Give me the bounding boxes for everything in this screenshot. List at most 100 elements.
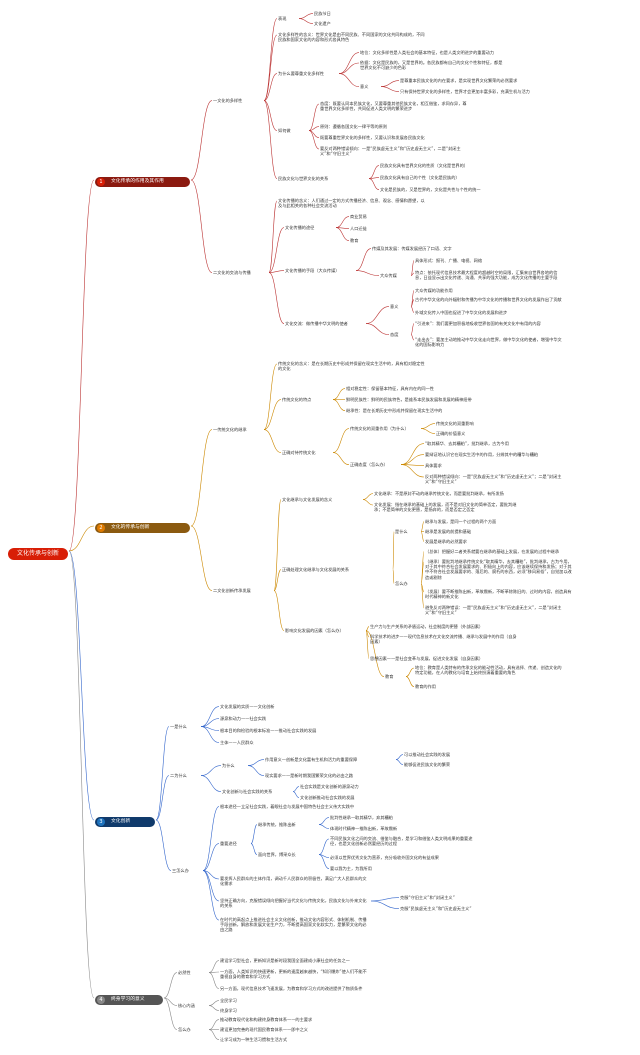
node-s2b3d2[interactable]: 教育的作用 [415,684,436,689]
node-s1b4b2[interactable]: “走出去”：要加主动地推动中华文化走向世界，做中华文化的使者，增强中华文化的国际… [415,337,562,348]
node-s2b1a[interactable]: 文化继承：不是原封不动的继承传统文化，而是要批判继承，有所发扬 [374,491,504,496]
section-4-node[interactable]: 4 终身学习的意义 [95,995,163,1005]
node-s2b2[interactable]: 正确处理文化继承与文化发展的关系 [282,567,350,572]
node-s3b1b[interactable]: 现实要求——是新时期我国繁荣文化的必由之路 [265,773,353,778]
node-s1a4b[interactable]: 原则：遵循各国文化一律平等的原则 [320,124,388,129]
node-s2b2a1[interactable]: 继承与发展，是同一个过程的两个方面 [425,519,497,524]
node-s2b2b4[interactable]: 避免反对两种错误：一是“民族虚无主义”和“历史虚无主义”，二是“封闭主义”和“守… [425,605,562,616]
node-s2b2a2[interactable]: 继承是发展的前提和基础 [425,529,472,534]
node-s3b1a1[interactable]: 可以推动社会实践的发展 [404,752,451,757]
node-s1a5a[interactable]: 民族文化具有世界文化的性质（文化是世界的） [380,163,468,168]
node-s3a[interactable]: 一是什么 [170,724,187,729]
node-s1a3c1[interactable]: 是尊重本民族文化的内在要求，是实现世界文化繁荣的必然要求 [400,78,518,83]
node-s2b3d1[interactable]: 地位：教育是人类特有的传承文化的能动性活动，具有选择、传递、创造文化的特定功能，… [415,665,562,676]
node-s4b[interactable]: 核心内涵 [178,1003,195,1008]
node-s4b2[interactable]: 终身学习 [220,1008,237,1013]
node-s2b2b[interactable]: 怎么办 [395,581,408,586]
node-s1b4a2[interactable]: 古代中华文化的向外辐射和传播为中华文化的传播和世界文化的发展作出了贡献 [415,297,562,302]
node-s1b1[interactable]: 文化传播的含义：人们通过一定的方式传播经济、信息、观念、感情和愿望，以及与此相关… [278,198,425,209]
node-s3c[interactable]: 三怎么办 [172,868,189,873]
node-s4c[interactable]: 怎么办 [178,1027,191,1032]
node-s3b1a2[interactable]: 能够促进民族文化的繁荣 [404,762,451,767]
node-s1b2[interactable]: 文化传播的途径 [285,225,315,230]
node-s1b2b[interactable]: 人口迁徙 [350,226,367,231]
node-s2b3c[interactable]: 思想因素——是社会变革与发展，促进文化发展（自身因素） [370,656,484,661]
node-s1a3b[interactable]: 依据：文化是民族的，又是世界的。各民族都有自己的文化个性和特征，都是世界文化不可… [360,60,503,71]
node-s2a3b3[interactable]: 具体要求 [425,463,442,468]
node-s3b1[interactable]: 为什么 [222,763,235,768]
node-s2a3b4[interactable]: 反对两种错误倾向：一是“民族虚无主义”和“历史虚无主义”；二是“封闭主义”和“守… [425,474,562,485]
node-s1b2c[interactable]: 教育 [350,238,359,243]
node-s3c2b3[interactable]: 要以我为主，为我所用 [330,866,372,871]
node-s4a1[interactable]: 建设学习型社会，更新知识是新时段我国全面建成小康社会的任务之一 [220,958,350,963]
node-s2b3b[interactable]: 科学技术的进步——现代信息技术在文化交流传播、继承与发展中的作用（自身因素） [370,634,517,645]
node-s1a1[interactable]: 表现 [278,16,287,21]
node-s3a4[interactable]: 主体——人民群众 [220,740,254,745]
section-2-node[interactable]: 2 文化的传承与创新 [95,523,190,533]
node-s1b4b[interactable]: 态度 [390,332,399,337]
root-node[interactable]: 文化传承与创新 [8,548,68,560]
node-s1b3[interactable]: 文化传播的手段（大众传媒） [285,268,340,273]
node-s3c2a[interactable]: 继承传统，推陈出新 [258,822,296,827]
node-s1a3c2[interactable]: 只有保持世界文化的多样性，世界才会更加丰富多彩，充满生机与活力 [400,89,530,94]
node-s3a3[interactable]: 根本目的和检验的根本标准——推动社会实践的发展 [220,728,317,733]
node-s2a3b[interactable]: 正确态度（怎么办） [350,462,388,467]
node-s1a4a[interactable]: 态度：既要认同本民族文化，又要尊重其他民族文化，相互借鉴，求同存异，尊重世界文化… [320,101,467,112]
node-s1a3a[interactable]: 地位：文化多样性是人类社会的基本特征，也是人类文明进步的重要动力 [360,50,495,55]
node-s1a3c[interactable]: 意义 [360,84,369,89]
node-s1b4a[interactable]: 意义 [390,304,399,309]
node-s3b2b[interactable]: 文化创新推动社会实践的发展 [300,795,355,800]
node-s1a2[interactable]: 文化多样性的含义：世界文化是由不同民族、不同国家的文化共同构成的，不同民族和国家… [278,32,425,43]
node-s2a3b1[interactable]: “取其精华、去其糟粕”，批判继承，古为今用 [425,441,509,446]
section-3-node[interactable]: 3 文化创新 [95,817,155,827]
node-s1b3b[interactable]: 大众传媒 [380,273,397,278]
node-s3b2[interactable]: 文化创新与社会实践的关系 [222,789,273,794]
node-s4a[interactable]: 必然性 [178,970,191,975]
node-s3c2b2[interactable]: 必须以世界优秀文化为营养，充分吸收外国文化的有益成果 [330,855,439,860]
node-s3c4a[interactable]: 克服“守旧主义”和“封闭主义” [400,895,455,900]
node-s3c2a1[interactable]: 批判性继承—取其精华，弃其糟粕 [330,815,393,820]
node-s3b1a[interactable]: 作用意义—创新是文化富有生机和活力的重要保障 [265,757,358,762]
node-s2a3a[interactable]: 传统文化的双重作用（为什么） [350,426,409,431]
node-s2a3a1[interactable]: 传统文化的双重影响 [436,421,474,426]
node-s3c4[interactable]: 坚持正确方向，克服错误倾向把握好当代文化与传统文化，民族文化与外来文化的关系 [220,898,367,909]
node-s3b2a[interactable]: 社会实践是文化创新的源泉动力 [300,784,359,789]
node-s1a1a[interactable]: 民族节日 [314,11,331,16]
node-s3a1[interactable]: 文化发展的实质——文化创新 [220,704,275,709]
node-s2b2b2[interactable]: （继承）要批判地继承传统文化“取其精华，去其糟粕”，批判继承，古为今用，对于其中… [425,559,572,580]
node-s3c5[interactable]: 在时代的高起点上推进社会主义文化创新，推动文化内容形式、体制机制、传播手段创新，… [220,917,367,933]
node-s3c4b[interactable]: 克服“民族虚无主义”和“历史虚无主义” [400,906,472,911]
node-s2b2a[interactable]: 是什么 [395,529,408,534]
node-s1b4[interactable]: 文化交流：做传播中华文明的使者 [285,321,348,326]
node-s1a5[interactable]: 民族文化与世界文化的关系 [278,176,329,181]
node-s1a3[interactable]: 为什么要尊重文化多样性 [278,71,325,76]
node-s1b3b2[interactable]: 特点：依托现代信息技术最大程度的超越时空的局限，汇集来自世界各地的信息，日益显示… [415,270,558,281]
node-s2b2a3[interactable]: 发展是继承的必然要求 [425,539,467,544]
node-s2b3a[interactable]: 生产力与生产关系的矛盾运动，社会制度的更替（外部因素） [370,624,484,629]
node-s2b2b3[interactable]: （发展）要不断推陈出新，革故鼎新，不断革除陈旧的、过时的内容，创造具有时代精神的… [425,589,572,600]
node-s2a3[interactable]: 正确对待传统文化 [282,450,316,455]
node-s1b2a[interactable]: 商业贸易 [350,214,367,219]
node-s2a2[interactable]: 传统文化的特点 [282,397,312,402]
node-s2b1b[interactable]: 文化发展：指在继承的基础上的发展，而不是对旧文化的简单否定，要批判继承；不是简单… [374,502,517,513]
node-s3c2b[interactable]: 面向世界，博采众长 [258,852,296,857]
node-s4c1[interactable]: 推动教育现代化和构建终身教育体系——的主要求 [220,1017,313,1022]
node-s2b3[interactable]: 影响文化发展的因素（怎么办） [285,628,344,633]
node-s1b3b1[interactable]: 具体形式：报刊、广播、电视、网络 [415,258,483,263]
node-s1b4b1[interactable]: “引进来”：我们要更加积极地吸收世界各国的有关文化中有用的内容 [415,321,541,326]
node-s3b[interactable]: 二为什么 [170,773,187,778]
node-s1a4d[interactable]: 要反对两种错误倾向：一是“民族虚无主义”和“历史虚无主义”，二是“封闭主义”和“… [320,146,461,157]
node-s3c1[interactable]: 根本途径—立足社会实践，着眼社会与发展中国特色社会主义伟大实践中 [220,804,355,809]
node-s2b[interactable]: 二文化创新传承发展 [213,588,251,593]
node-s3c2b1[interactable]: 不同民族文化之间的交流、借鉴与融合，是学习和借鉴人类文明成果的重要途径，也是文化… [330,836,473,847]
node-s3c2a2[interactable]: 体现时代精神—推陈出新，革故鼎新 [330,826,398,831]
node-s1a5b[interactable]: 民族文化具有自己的个性（文化是民族的） [380,175,460,180]
node-s1b3a[interactable]: 传媒及其发展：传媒发展经历了口语、文字 [372,246,452,251]
node-s3c2[interactable]: 重要途径 [220,841,237,846]
node-s2a[interactable]: 一传统文化的继承 [213,427,247,432]
node-s2a3a2[interactable]: 正确的价值意义 [436,431,466,436]
node-s1a[interactable]: 一文化的多样性 [213,98,243,103]
node-s2a2b[interactable]: 鲜明民族性：鲜明的民族特色，是维系本民族发展和发展的精神纽带 [346,397,472,402]
node-s3c3[interactable]: 要发挥人民群众的主体作用，调动千人民群众的积极性，满足广大人民群众的文化需求 [220,876,367,887]
node-s1a4c[interactable]: 既要尊重世界文化的多样性，又要认识和发展各民族文化 [320,135,425,140]
